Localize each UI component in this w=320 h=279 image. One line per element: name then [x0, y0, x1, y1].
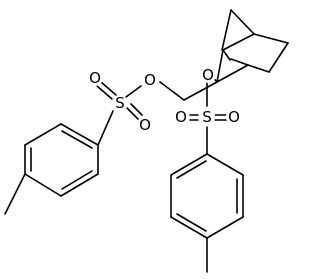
atom-label: O — [202, 66, 214, 84]
bonds — [4, 9, 289, 273]
atom-label: S — [115, 94, 125, 112]
bond — [159, 81, 185, 101]
bond — [170, 153, 208, 176]
atom-label-background — [87, 70, 103, 86]
atom-label-background — [137, 117, 153, 133]
bond — [222, 49, 231, 61]
atom-label-background — [173, 109, 189, 125]
atom-o-s2-left: O — [173, 108, 189, 126]
bond — [96, 85, 113, 100]
bond — [60, 173, 99, 197]
bond — [253, 33, 289, 44]
atom-label: S — [202, 108, 212, 126]
bond — [176, 160, 207, 179]
bond — [24, 123, 62, 146]
atom-label: O — [139, 116, 151, 134]
bond — [61, 130, 93, 149]
atom-s-1: S — [112, 94, 128, 112]
bond — [100, 81, 117, 96]
bond — [97, 110, 114, 146]
bond — [60, 123, 99, 146]
bond — [183, 81, 218, 101]
atom-o-ester-2: O — [200, 66, 216, 84]
bond — [247, 64, 270, 73]
atom-label-background — [226, 109, 242, 125]
bond — [206, 216, 244, 239]
atom-s-2: S — [199, 108, 215, 126]
bond — [206, 153, 244, 176]
atom-o-ester-1: O — [142, 71, 158, 89]
bond — [216, 64, 249, 83]
bond — [176, 213, 207, 232]
bond — [230, 9, 255, 35]
atom-labels: O O S O O S O O — [87, 66, 242, 134]
bond — [126, 107, 139, 120]
chemical-structure: O O S O O S O O — [4, 9, 289, 273]
atom-label: O — [228, 108, 240, 126]
atom-label-background — [142, 72, 158, 88]
bond — [24, 173, 62, 197]
atom-label: O — [144, 71, 156, 89]
atom-label-background — [199, 109, 215, 125]
atom-o-s1-upper: O — [87, 69, 103, 87]
atom-o-s2-right: O — [226, 108, 242, 126]
bond — [216, 49, 224, 83]
bond — [268, 42, 289, 73]
bond — [130, 103, 143, 116]
bond — [125, 85, 142, 98]
bond — [222, 33, 255, 51]
bond — [230, 58, 249, 66]
atom-label-background — [112, 95, 128, 111]
atom-o-s1-lower: O — [137, 116, 153, 134]
bond — [4, 173, 26, 215]
atom-label-background — [200, 67, 216, 83]
atom-label: O — [175, 108, 187, 126]
bond — [61, 170, 93, 190]
bond — [221, 9, 232, 51]
atom-label: O — [89, 69, 101, 87]
bond — [170, 216, 208, 239]
